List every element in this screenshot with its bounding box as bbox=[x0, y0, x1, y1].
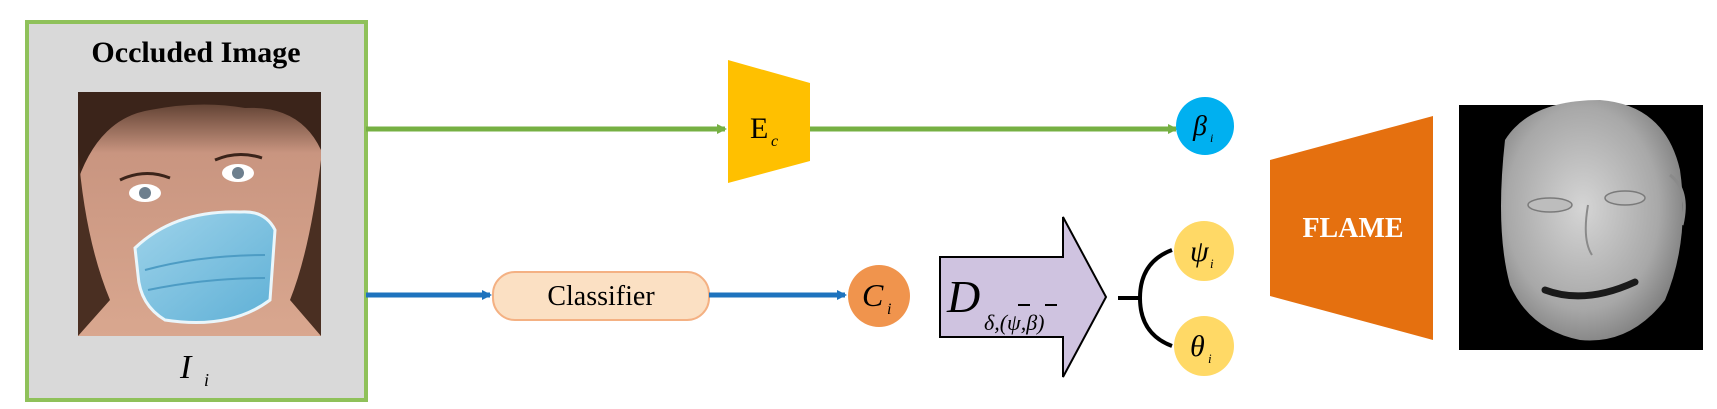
svg-text:FLAME: FLAME bbox=[1302, 213, 1403, 244]
svg-text:ψ: ψ bbox=[1190, 235, 1210, 268]
encoder-block: E c bbox=[728, 60, 810, 183]
image-label: I i bbox=[179, 349, 209, 390]
input-panel-title: Occluded Image bbox=[91, 36, 300, 69]
svg-text:i: i bbox=[204, 370, 209, 390]
occluded-face-image bbox=[78, 92, 321, 336]
svg-text:Classifier: Classifier bbox=[547, 281, 655, 312]
pose-param: θ i bbox=[1174, 316, 1234, 376]
surgical-mask bbox=[133, 210, 277, 324]
expression-param: ψ i bbox=[1174, 221, 1234, 281]
class-output: C i bbox=[848, 265, 910, 327]
svg-text:β: β bbox=[1192, 111, 1207, 142]
beta-param: β i bbox=[1176, 97, 1234, 155]
svg-text:δ,(ψ,β): δ,(ψ,β) bbox=[984, 310, 1045, 335]
output-mesh-render bbox=[1459, 100, 1703, 350]
svg-text:I: I bbox=[179, 349, 193, 386]
flame-block: FLAME bbox=[1270, 116, 1433, 340]
svg-text:c: c bbox=[771, 133, 778, 150]
svg-text:i: i bbox=[1210, 256, 1214, 271]
svg-text:i: i bbox=[1208, 351, 1212, 366]
svg-text:θ: θ bbox=[1190, 330, 1205, 363]
svg-text:E: E bbox=[750, 112, 768, 145]
classifier-block: Classifier bbox=[492, 271, 710, 321]
input-panel: Occluded Image I i bbox=[25, 20, 368, 402]
svg-text:D: D bbox=[946, 271, 980, 322]
svg-text:i: i bbox=[1210, 131, 1213, 145]
svg-text:C: C bbox=[862, 277, 884, 313]
split-bracket bbox=[1118, 248, 1173, 348]
decoder-block: D δ,(ψ,β) bbox=[939, 216, 1108, 378]
svg-text:i: i bbox=[887, 301, 891, 318]
